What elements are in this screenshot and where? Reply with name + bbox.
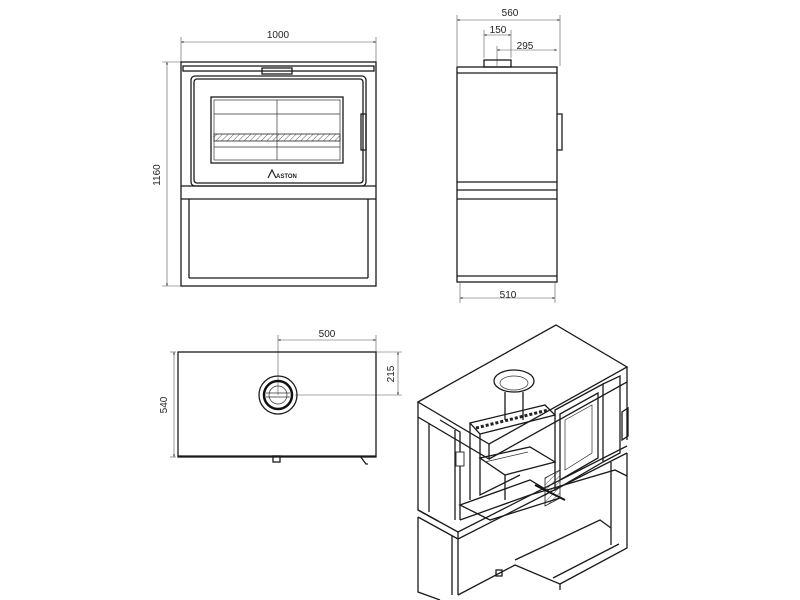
front-top-vent <box>261 67 293 75</box>
side-flue-center-dimension: 295 <box>496 41 558 66</box>
side-flue-offset-dimension: 150 <box>483 25 512 58</box>
side-depth-dimension: 560 <box>456 8 561 66</box>
top-body-outline <box>177 351 377 458</box>
front-grate <box>213 133 341 142</box>
top-flue-x-label: 500 <box>319 329 336 340</box>
top-flue-outlet <box>258 375 298 415</box>
side-body-outline <box>456 66 558 283</box>
front-top-plate <box>182 65 375 72</box>
front-width-label: 1000 <box>267 30 290 41</box>
front-door-inner <box>193 78 364 184</box>
top-flue-y-dimension: 215 <box>295 351 402 396</box>
front-height-dimension: 1160 <box>152 61 181 287</box>
side-flue-offset-label: 150 <box>490 25 507 36</box>
top-flue-y-label: 215 <box>386 365 397 382</box>
side-base-depth-label: 510 <box>500 290 517 301</box>
side-flue-collar <box>483 59 512 68</box>
side-flue-center-label: 295 <box>517 41 534 52</box>
front-glass-window <box>210 96 344 164</box>
side-door-handle[interactable] <box>557 113 563 151</box>
side-depth-label: 560 <box>502 8 519 19</box>
isometric-cutaway <box>416 324 629 600</box>
svg-text:ASTON: ASTON <box>276 174 297 180</box>
aston-logo: ASTON <box>267 168 297 180</box>
front-door-handle[interactable] <box>360 113 367 151</box>
side-base-depth-dimension: 510 <box>459 282 556 303</box>
top-depth-dimension: 540 <box>159 351 176 458</box>
iso-door-handle[interactable] <box>621 406 629 442</box>
top-view-knob <box>272 455 281 463</box>
top-flue-x-dimension: 500 <box>277 329 377 395</box>
front-width-dimension: 1000 <box>180 30 377 62</box>
top-view-handle[interactable] <box>359 455 368 465</box>
front-view: 1000 1160 ASTON <box>152 30 377 287</box>
top-view: 500 215 540 <box>159 329 402 465</box>
front-body-outline <box>180 61 377 287</box>
iso-flue-opening <box>493 369 535 393</box>
side-view: 560 150 295 510 <box>456 8 563 303</box>
front-height-label: 1160 <box>152 164 163 186</box>
top-depth-label: 540 <box>159 396 170 413</box>
